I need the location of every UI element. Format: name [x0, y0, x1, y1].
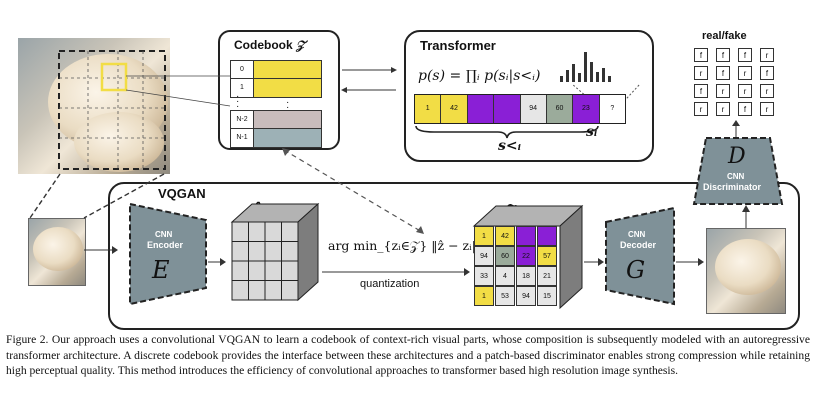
discriminator-block [692, 137, 784, 205]
s-i-label: sᵢ [586, 124, 598, 140]
token-sequence: 1 42 94 60 23 ? [414, 94, 626, 124]
token-2 [467, 95, 495, 123]
output-to-discriminator-arrow [742, 205, 750, 228]
encoder-label-2: Encoder [147, 240, 184, 250]
quantization-formula: arg min_{zᵢ∈𝒵} ‖ẑ − zᵢ‖ [328, 238, 478, 253]
encoder-label-1: CNN [155, 230, 173, 239]
decoder-symbol: G [626, 256, 646, 284]
transformer-formula: p(s) = ∏ᵢ p(sᵢ|s<ᵢ) [418, 68, 541, 84]
vqgan-panel [108, 182, 800, 330]
encoder-symbol: E [152, 256, 170, 284]
decoder-label-1: CNN [628, 230, 646, 239]
codebook-ellipsis-2: ·· [286, 97, 290, 113]
input-image-small [28, 218, 86, 286]
input-image-large [18, 38, 170, 174]
zoom-lines [29, 173, 165, 219]
zq-grid: 1 42 94 60 22 57 33 4 18 21 1 53 94 15 [474, 226, 560, 308]
token-0: 1 [415, 95, 442, 123]
codebook-transformer-arrows [341, 67, 397, 93]
output-image [706, 228, 786, 314]
discriminator-label-2: Discriminator [703, 182, 762, 192]
token-3 [494, 95, 521, 123]
token-6: 23 [573, 95, 600, 123]
token-5: 60 [546, 95, 574, 123]
codebook-title: Codebook 𝒵 [234, 38, 306, 52]
context-brace [415, 125, 599, 139]
vqgan-title: VQGAN [158, 186, 206, 201]
token-7: ? [599, 95, 625, 123]
figure-caption: Figure 2. Our approach uses a convolutio… [6, 333, 810, 378]
zq-tensor-shell [472, 204, 584, 310]
token-1: 42 [441, 95, 468, 123]
codebook-row-n1: N-1 [230, 128, 322, 148]
quantization-label: quantization [360, 278, 420, 290]
codebook-quantization-link [282, 148, 424, 234]
zhat-to-zq-arrow [322, 268, 470, 276]
codebook-row-n2: N-2 [230, 110, 322, 130]
discriminator-symbol: D [728, 144, 746, 169]
patch-codebook-lines [125, 75, 231, 107]
transformer-panel: Transformer p(s) = ∏ᵢ p(sᵢ|s<ᵢ) 1 42 94 … [404, 30, 654, 162]
discriminator-label-1: CNN [727, 172, 745, 181]
input-to-encoder-arrow [84, 246, 118, 254]
decoder-label-2: Decoder [620, 240, 657, 250]
codebook-row-1: 1 [230, 78, 322, 98]
real-fake-title: real/fake [702, 30, 747, 42]
codebook-panel: Codebook 𝒵 0 1 ··· ·· N-2 N-1 [218, 30, 340, 150]
encoder-block [129, 202, 207, 306]
zhat-tensor [230, 202, 320, 302]
codebook-ellipsis: ··· [236, 91, 240, 112]
decoder-block [605, 206, 675, 306]
codebook-row-0: 0 [230, 60, 322, 80]
discriminator-to-grid-arrow [732, 120, 740, 138]
probability-histogram [560, 52, 611, 82]
token-4: 94 [520, 95, 547, 123]
s-less-label: s<ᵢ [498, 138, 521, 154]
patch-grid-overlay [58, 50, 166, 170]
decoder-to-output-arrow [676, 258, 704, 266]
encoder-to-zhat-arrow [208, 258, 226, 266]
zq-to-decoder-arrow [584, 258, 604, 266]
transformer-title: Transformer [420, 38, 496, 53]
